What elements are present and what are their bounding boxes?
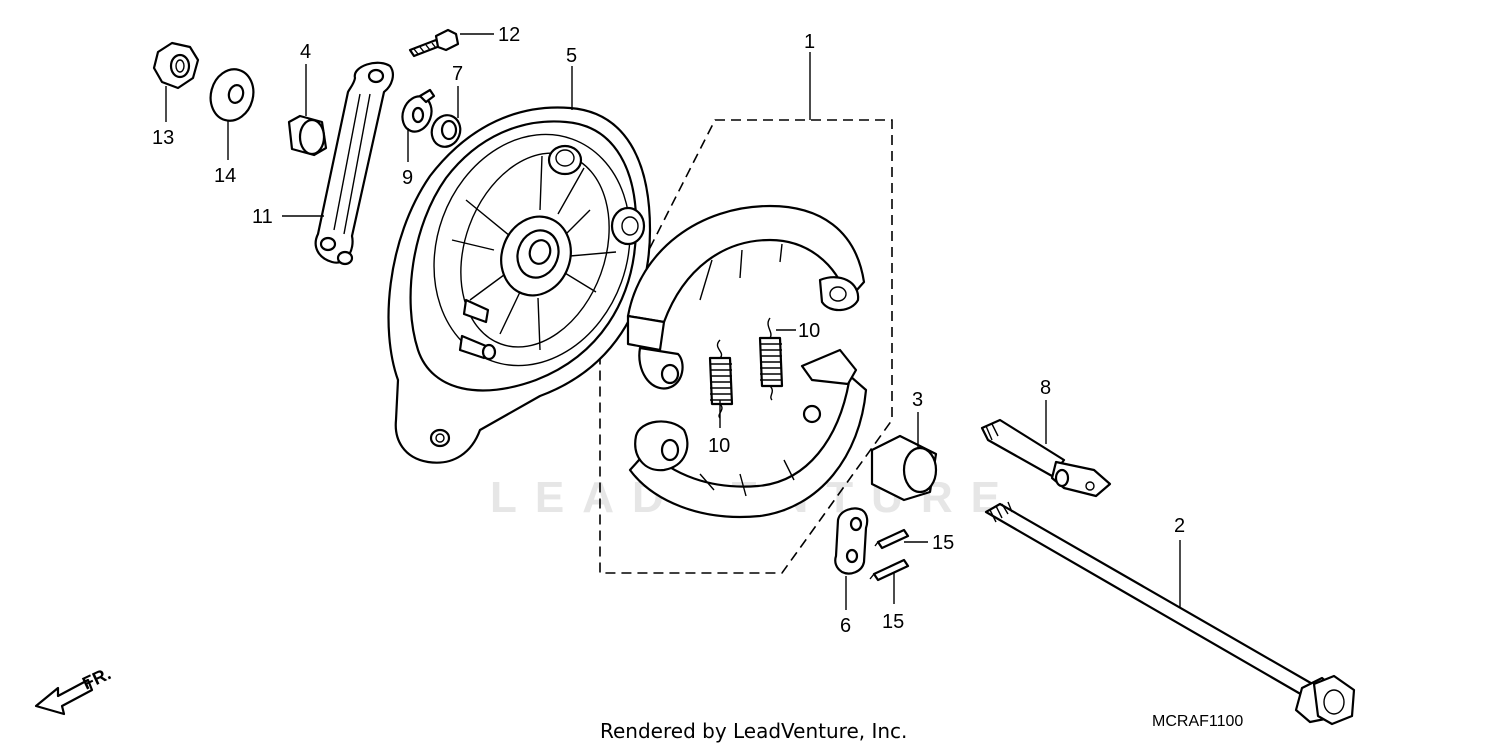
collar-large-part[interactable] — [870, 434, 938, 502]
callout-7: 7 — [452, 63, 463, 85]
front-direction-indicator: FR. — [34, 663, 114, 716]
wear-indicator-plate-part[interactable] — [834, 507, 869, 575]
callout-15-lower: 15 — [882, 611, 904, 633]
front-arrow-icon — [34, 678, 94, 716]
collar-part[interactable] — [287, 114, 328, 157]
callout-2: 2 — [1174, 515, 1185, 537]
callout-4: 4 — [300, 41, 311, 63]
callout-8: 8 — [1040, 377, 1051, 399]
callout-12: 12 — [498, 24, 520, 46]
washer-part[interactable] — [205, 64, 259, 125]
callout-5: 5 — [566, 45, 577, 67]
leader-lines — [165, 33, 1181, 610]
torque-link-part[interactable] — [314, 61, 394, 266]
callout-13: 13 — [152, 127, 174, 149]
indicator-plate-part[interactable] — [398, 88, 437, 136]
return-spring-lower[interactable] — [708, 339, 734, 419]
diagram-code: MCRAF1100 — [1152, 713, 1243, 730]
brake-shoe-lower[interactable] — [628, 348, 868, 518]
cotter-pin-upper[interactable] — [874, 528, 910, 550]
callout-11: 11 — [252, 206, 273, 228]
brake-shoe-upper[interactable] — [626, 204, 866, 390]
callout-14: 14 — [214, 165, 236, 187]
rendered-by-credit: Rendered by LeadVenture, Inc. — [600, 719, 907, 743]
callout-10-lower: 10 — [708, 435, 730, 457]
nut-part[interactable] — [152, 41, 200, 90]
axle-part[interactable] — [984, 501, 1356, 726]
callout-15-upper: 15 — [932, 532, 954, 554]
brake-panel-part[interactable] — [387, 106, 662, 464]
brake-cam-part[interactable] — [980, 418, 1112, 498]
callout-3: 3 — [912, 389, 923, 411]
callout-10-upper: 10 — [798, 320, 820, 342]
callout-1: 1 — [804, 31, 815, 53]
callout-9: 9 — [402, 167, 413, 189]
return-spring-upper[interactable] — [758, 317, 784, 401]
callout-6: 6 — [840, 615, 851, 637]
cotter-pin-lower[interactable] — [869, 558, 910, 582]
seal-part[interactable] — [427, 111, 464, 151]
bolt-part[interactable] — [408, 28, 460, 58]
